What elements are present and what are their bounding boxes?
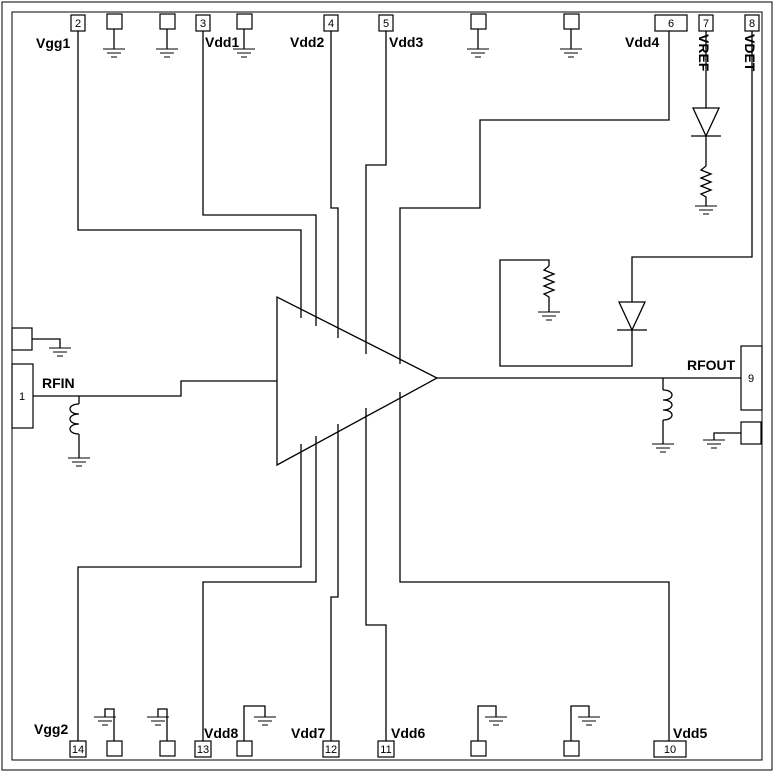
pin-3-number: 3 bbox=[200, 18, 206, 30]
pin-12-number: 12 bbox=[325, 744, 337, 756]
pin-11-number: 11 bbox=[380, 744, 391, 756]
pin-14-pad bbox=[69, 740, 87, 758]
rfout-ground-pad bbox=[702, 421, 762, 449]
label-rfin: RFIN bbox=[42, 375, 75, 391]
pin-5-number: 5 bbox=[383, 18, 389, 30]
pin-7-pad bbox=[698, 14, 714, 32]
pin-5-pad bbox=[378, 14, 394, 32]
label-vdd4: Vdd4 bbox=[625, 34, 659, 50]
bottom-bias-traces bbox=[77, 392, 670, 741]
rf-input-path bbox=[33, 380, 277, 467]
detector-circuit bbox=[499, 27, 753, 367]
pin-2-number: 2 bbox=[75, 18, 81, 30]
pin-6-pad bbox=[654, 14, 688, 32]
label-vdd5: Vdd5 bbox=[673, 725, 707, 741]
rf-output-path bbox=[437, 377, 741, 453]
pin-3-pad bbox=[195, 14, 211, 32]
top-ground-pads bbox=[102, 13, 583, 58]
label-vdd3: Vdd3 bbox=[389, 34, 423, 50]
label-vgg1: Vgg1 bbox=[36, 35, 70, 51]
pin-9-number: 9 bbox=[748, 373, 754, 385]
pin-6-number: 6 bbox=[668, 18, 674, 30]
pin-2-pad bbox=[70, 14, 86, 32]
pin-1-number: 1 bbox=[19, 391, 25, 403]
pin-8-pad bbox=[744, 14, 760, 32]
label-vdet: VDET bbox=[742, 34, 758, 72]
label-vdd8: Vdd8 bbox=[204, 725, 238, 741]
pin-10-pad bbox=[653, 740, 687, 758]
pin-14-number: 14 bbox=[72, 744, 84, 756]
pin-12-pad bbox=[322, 740, 340, 758]
pin-13-pad bbox=[194, 740, 212, 758]
amplifier-triangle bbox=[276, 295, 439, 467]
pin-4-pad bbox=[323, 14, 339, 32]
pin-8-number: 8 bbox=[749, 18, 755, 30]
reference-circuit bbox=[691, 27, 721, 215]
pin-13-number: 13 bbox=[197, 744, 209, 756]
label-vdd1: Vdd1 bbox=[205, 34, 239, 50]
pin-9-pad bbox=[740, 345, 763, 411]
pin-10-number: 10 bbox=[664, 744, 676, 756]
label-vgg2: Vgg2 bbox=[34, 721, 68, 737]
die-outline bbox=[11, 11, 763, 761]
rfin-ground-pad bbox=[11, 327, 72, 357]
pin-7-number: 7 bbox=[703, 18, 709, 30]
pin-1-pad bbox=[11, 363, 34, 429]
pin-4-number: 4 bbox=[328, 18, 334, 30]
pin-11-pad bbox=[377, 740, 395, 758]
label-rfout: RFOUT bbox=[687, 357, 736, 373]
bottom-ground-pads bbox=[93, 705, 601, 757]
top-bias-traces bbox=[77, 27, 670, 364]
label-vref: VREF bbox=[696, 34, 712, 72]
label-vdd2: Vdd2 bbox=[290, 34, 324, 50]
label-vdd7: Vdd7 bbox=[291, 725, 325, 741]
label-vdd6: Vdd6 bbox=[391, 725, 425, 741]
